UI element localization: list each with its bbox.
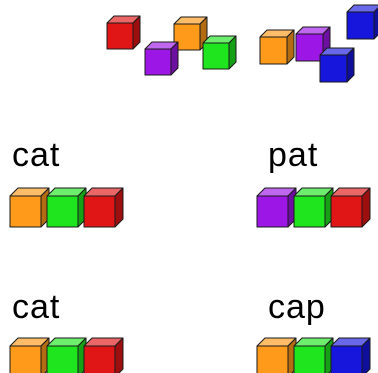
word-4-block-1 <box>257 338 296 373</box>
cube-front-face <box>10 196 41 227</box>
cube-front-face <box>296 34 323 61</box>
word-3-block-3 <box>84 338 123 373</box>
loose-block-blue <box>347 5 378 39</box>
loose-block-purple <box>145 42 178 75</box>
cube-front-face <box>47 196 78 227</box>
cube-front-face <box>84 346 115 373</box>
cube-front-face <box>257 196 288 227</box>
word-3-block-1 <box>10 338 49 373</box>
cube-front-face <box>203 43 229 69</box>
cube-front-face <box>257 346 288 373</box>
word-4-block-2 <box>294 338 333 373</box>
word-2-block-2 <box>294 188 333 227</box>
cube-front-face <box>294 346 325 373</box>
cube-front-face <box>347 12 374 39</box>
loose-block-blue <box>320 48 354 82</box>
word-label-1: cat <box>12 138 60 172</box>
cube-front-face <box>260 37 287 64</box>
word-2-block-1 <box>257 188 296 227</box>
cube-front-face <box>331 196 362 227</box>
word-label-2: pat <box>268 138 318 172</box>
loose-block-green <box>203 36 236 69</box>
cube-front-face <box>47 346 78 373</box>
cube-front-face <box>107 23 133 49</box>
cube-top-face <box>347 5 378 12</box>
word-1-block-1 <box>10 188 49 227</box>
loose-block-red <box>107 16 140 49</box>
word-1-block-2 <box>47 188 86 227</box>
word-4-block-3 <box>331 338 370 373</box>
cube-front-face <box>320 55 347 82</box>
word-3-block-2 <box>47 338 86 373</box>
word-2-block-3 <box>331 188 370 227</box>
cube-front-face <box>145 49 171 75</box>
cube-front-face <box>10 346 41 373</box>
word-1-block-3 <box>84 188 123 227</box>
loose-block-orange <box>174 17 207 50</box>
word-label-3: cat <box>12 290 60 324</box>
cube-front-face <box>294 196 325 227</box>
cube-front-face <box>331 346 362 373</box>
loose-block-orange <box>260 30 294 64</box>
cube-front-face <box>84 196 115 227</box>
word-label-4: cap <box>268 290 326 324</box>
